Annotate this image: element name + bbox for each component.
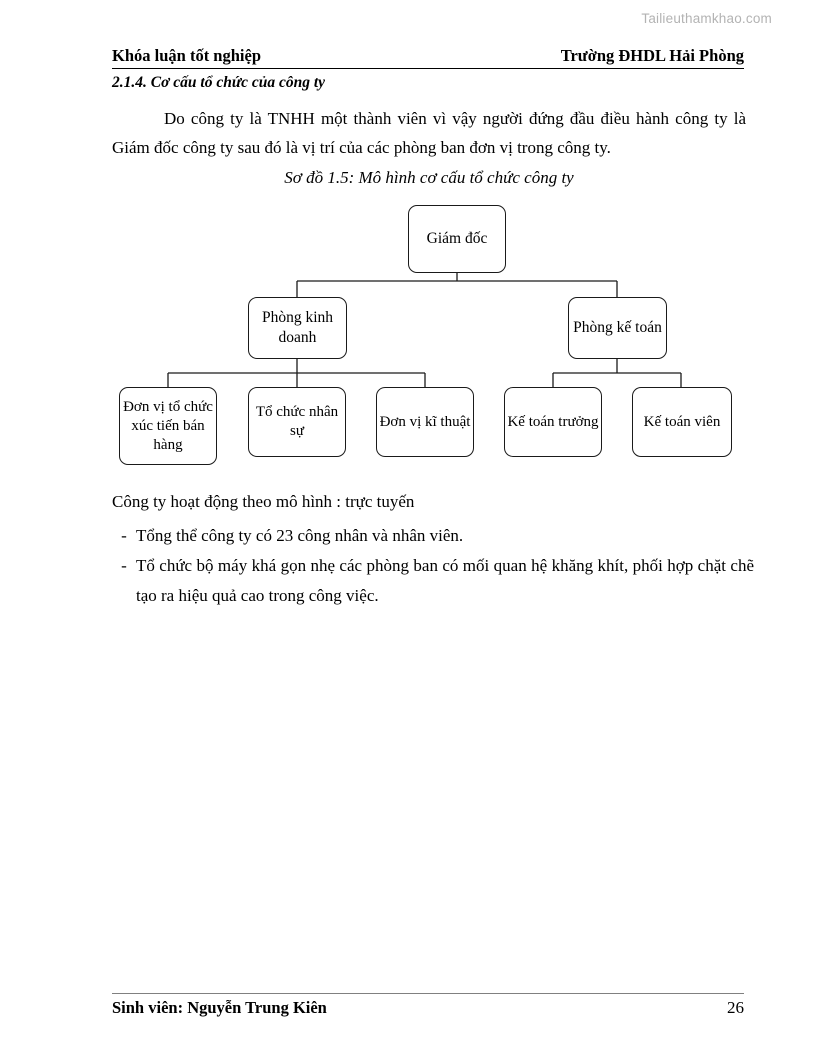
header-left-title: Khóa luận tốt nghiệp — [112, 46, 261, 65]
running-footer: Sinh viên: Nguyễn Trung Kiên 26 — [112, 993, 744, 1018]
org-node-sales-child-2[interactable]: Tổ chức nhân sự — [248, 387, 346, 457]
org-node-sales[interactable]: Phòng kinh doanh — [248, 297, 347, 359]
list-item: - Tổng thể công ty có 23 công nhân và nh… — [112, 521, 754, 551]
footer-student-name: Sinh viên: Nguyễn Trung Kiên — [112, 998, 327, 1017]
org-node-accounting-child-1[interactable]: Kế toán trưởng — [504, 387, 602, 457]
figure-caption: Sơ đồ 1.5: Mô hình cơ cấu tổ chức công t… — [284, 168, 574, 187]
watermark: Tailieuthamkhao.com — [641, 11, 772, 26]
org-node-sales-child-3[interactable]: Đơn vị kĩ thuật — [376, 387, 474, 457]
header-right-title: Trường ĐHDL Hải Phòng — [560, 46, 744, 65]
org-node-accounting-child-2[interactable]: Kế toán viên — [632, 387, 732, 457]
org-node-accounting[interactable]: Phòng kế toán — [568, 297, 667, 359]
running-header: Khóa luận tốt nghiệp Trường ĐHDL Hải Phò… — [112, 46, 744, 69]
list-item: - Tổ chức bộ máy khá gọn nhẹ các phòng b… — [112, 551, 754, 611]
org-node-sales-child-1[interactable]: Đơn vị tổ chức xúc tiến bán hàng — [119, 387, 217, 465]
operating-model-line: Công ty hoạt động theo mô hình : trực tu… — [112, 492, 415, 511]
org-node-root[interactable]: Giám đốc — [408, 205, 506, 273]
list-item-text: Tổng thể công ty có 23 công nhân và nhân… — [136, 526, 464, 545]
list-item-text: Tổ chức bộ máy khá gọn nhẹ các phòng ban… — [136, 556, 754, 605]
bullet-dash: - — [121, 556, 127, 575]
org-chart-connectors — [167, 273, 682, 387]
org-chart: Giám đốc Phòng kinh doanh Phòng kế toán … — [100, 195, 816, 470]
notes-list: - Tổng thể công ty có 23 công nhân và nh… — [112, 521, 754, 611]
intro-paragraph: Do công ty là TNHH một thành viên vì vậy… — [112, 109, 746, 157]
section-heading: 2.1.4. Cơ cấu tổ chức của công ty — [112, 74, 326, 91]
page-number: 26 — [727, 998, 744, 1017]
bullet-dash: - — [121, 526, 127, 545]
